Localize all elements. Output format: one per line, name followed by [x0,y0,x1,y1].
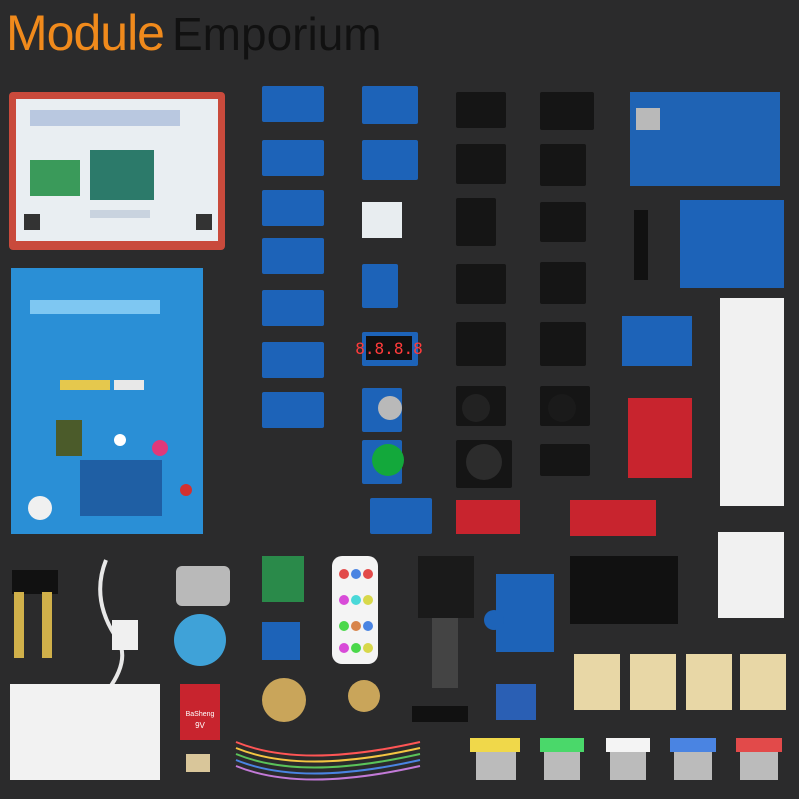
prototype-shield [680,200,784,288]
potentiometer [348,680,380,712]
breadboard-large [720,298,784,506]
dht11-sensor [362,202,402,238]
matrix-keypad [418,556,474,688]
battery-clip [186,754,210,772]
line-tracking-module [634,210,648,280]
resistor-packs [574,654,786,710]
uno-board [630,92,780,186]
buzzer [462,394,490,422]
power-supply-module [570,556,678,624]
brand-logo: Module Emporium [6,4,382,74]
svg-text:8.8.8.8: 8.8.8.8 [355,339,422,358]
led-blue [670,738,716,780]
active-buzzer [548,394,576,422]
ir-remote [332,556,378,664]
rfid-reader-module [484,574,554,652]
storage-box [9,92,225,250]
breadboard-small [718,532,784,618]
led-red [736,738,782,780]
big-button-cap [372,444,404,476]
black-modules-column-3 [456,92,512,488]
joystick [466,444,502,480]
component-reference-card [10,684,160,780]
accelerometer-module [622,316,692,366]
led-yellow [470,738,520,780]
soil-moisture-sensor [12,570,58,658]
9v-battery: BaSheng 9V [180,684,220,740]
gas-sensor [378,396,402,420]
stepper-motor [262,678,306,722]
dc-motor [176,566,230,606]
sound-sensor [570,500,656,536]
stepper-driver-board [262,556,304,602]
led-white [606,738,650,780]
svg-text:BaSheng: BaSheng [186,711,215,718]
rfid-small-module [262,622,300,660]
tutorial-book [11,268,203,534]
brand-word-emporium: Emporium [172,8,382,60]
svg-text:9V: 9V [195,721,205,730]
jumper-wires [235,741,421,781]
brand-word-module: Module [6,5,165,61]
pin-header [412,706,468,722]
sensor-modules-column-1 [262,86,324,428]
fan-blade [174,614,226,666]
led-green [540,738,584,780]
segment-display-module: 8.8.8.8 [355,336,423,360]
rain-sensor [628,398,692,478]
servo-motor [496,684,536,720]
water-sensor [456,500,520,534]
water-pump [112,620,138,650]
